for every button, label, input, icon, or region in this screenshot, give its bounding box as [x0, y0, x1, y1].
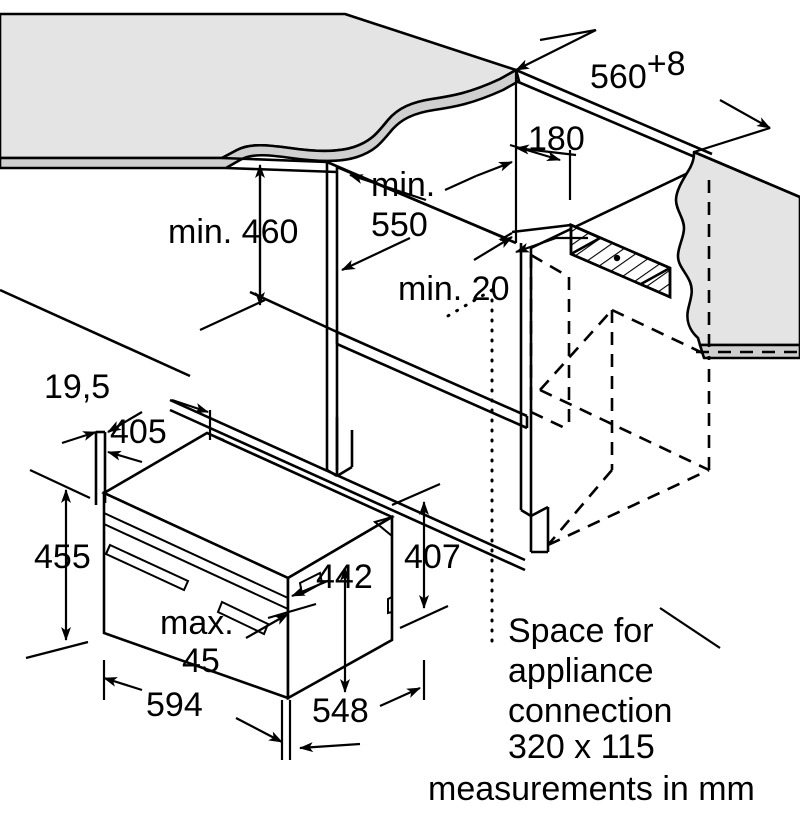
dimension-min-550 — [341, 160, 513, 271]
dimension-min-460-label: min. 460 — [168, 213, 298, 251]
connection-note-line1: Space for — [508, 612, 654, 650]
dimension-min-550-label-line1: min. — [371, 166, 435, 204]
dimension-548 — [299, 660, 426, 753]
connection-note-line4: 320 x 115 — [508, 728, 655, 766]
dimension-442-label: 442 — [316, 558, 373, 596]
dimension-180-label: 180 — [528, 120, 585, 158]
dimension-560 — [515, 28, 771, 154]
dimension-180 — [509, 70, 577, 243]
countertop-slab — [0, 12, 521, 170]
dimension-405 — [107, 398, 212, 464]
connection-box-hatched — [511, 223, 672, 299]
hidden-niche-outline — [529, 180, 800, 547]
dimension-594 — [102, 660, 292, 760]
dimension-19-5-label: 19,5 — [44, 368, 110, 406]
dimension-max-45-label-line2: 45 — [182, 642, 220, 680]
dimension-min-20 — [473, 232, 588, 261]
dimension-407 — [391, 482, 449, 629]
dimension-max-45 — [245, 578, 331, 639]
front-panel-sliver — [94, 430, 107, 505]
dimension-max-45-label-line1: max. — [160, 604, 234, 642]
dimension-min-460 — [199, 164, 266, 331]
appliance-connection-centerline — [439, 288, 494, 647]
oven-appliance — [101, 431, 395, 701]
dimension-455-label: 455 — [34, 538, 91, 576]
connection-note-line3: connection — [508, 692, 672, 730]
dimension-405-label: 405 — [110, 413, 167, 451]
rear-wall-panel — [674, 150, 800, 360]
dimension-455 — [25, 469, 91, 660]
units-note: measurements in mm — [428, 770, 755, 808]
dimension-560-label: 560+8 — [590, 45, 686, 96]
dimension-407-label: 407 — [404, 538, 461, 576]
connection-note-line2: appliance — [508, 652, 654, 690]
connection-note-leader — [659, 607, 721, 649]
dimension-min-550-label-line2: 550 — [371, 206, 428, 244]
dimension-548-label: 548 — [312, 692, 369, 730]
dimension-594-label: 594 — [146, 686, 203, 724]
dimension-min-20-label: min. 20 — [398, 270, 510, 308]
dimension-19-5 — [61, 430, 97, 445]
